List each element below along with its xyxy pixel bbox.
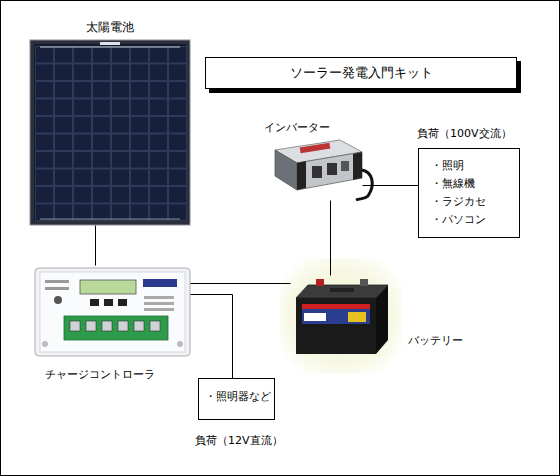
load-item: ・照明器など [205, 390, 271, 404]
battery-illustration [280, 258, 402, 374]
load-item: ・パソコン [431, 213, 486, 227]
connector-line [363, 185, 419, 186]
inverter-node: インバーター [268, 140, 362, 200]
load-heading: 負荷（12V直流） [195, 434, 283, 448]
connector-line [95, 226, 96, 266]
charge-controller-node: チャージコントローラ [35, 265, 190, 360]
battery-node: バッテリー [290, 275, 390, 360]
panel-label: 太陽電池 [30, 20, 190, 34]
inverter-label: インバーター [264, 121, 330, 135]
load-item: ・照明 [431, 159, 464, 173]
load-item: ・ラジカセ [431, 195, 486, 209]
load-item: ・無線機 [431, 177, 475, 191]
load-heading: 負荷（100V交流） [417, 127, 512, 141]
charge-controller-illustration [35, 268, 190, 356]
title-box: ソーラー発電入門キット [205, 57, 517, 89]
solar-panel-node: 太陽電池 [30, 40, 190, 225]
inverter-illustration [275, 140, 372, 200]
title-text: ソーラー発電入門キット [290, 64, 433, 82]
controller-label: チャージコントローラ [45, 368, 155, 382]
battery-label: バッテリー [408, 334, 463, 348]
connector-line [330, 201, 331, 276]
ac-load-box: 負荷（100V交流）・照明・無線機・ラジカセ・パソコン [418, 148, 520, 238]
connector-line [191, 295, 233, 379]
solar-panel [30, 40, 190, 225]
connector-line [191, 283, 291, 284]
dc-load-box: ・照明器など負荷（12V直流） [198, 378, 275, 420]
